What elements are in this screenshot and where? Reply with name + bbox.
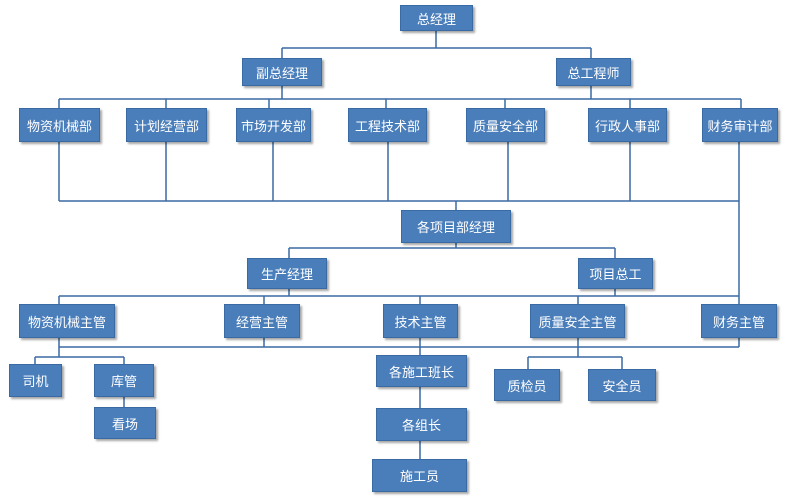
node-finance-supervisor[interactable]: 财务主管	[701, 304, 777, 338]
node-site-guard[interactable]: 看场	[94, 407, 156, 439]
connector	[288, 243, 616, 258]
node-technical-supervisor[interactable]: 技术主管	[383, 304, 458, 338]
node-quality-safety-dept[interactable]: 质量安全部	[466, 108, 545, 142]
node-operations-supervisor[interactable]: 经营主管	[224, 304, 300, 338]
connector	[59, 86, 741, 100]
node-finance-audit-dept[interactable]: 财务审计部	[702, 108, 778, 142]
connector	[58, 296, 579, 304]
node-planning-operations-dept[interactable]: 计划经营部	[126, 108, 207, 142]
connector	[59, 289, 739, 297]
node-materials-machinery-supervisor[interactable]: 物资机械主管	[19, 304, 115, 338]
node-deputy-general-manager[interactable]: 副总经理	[242, 58, 322, 86]
connector	[58, 142, 740, 202]
node-project-managers[interactable]: 各项目部经理	[401, 210, 511, 243]
connector	[58, 338, 740, 348]
node-admin-hr-dept[interactable]: 行政人事部	[588, 108, 667, 142]
node-quality-inspector[interactable]: 质检员	[494, 369, 560, 401]
node-chief-engineer[interactable]: 总工程师	[556, 58, 631, 86]
node-general-manager[interactable]: 总经理	[400, 5, 473, 31]
node-group-leaders[interactable]: 各组长	[376, 408, 467, 441]
node-warehouse-keeper[interactable]: 库管	[94, 364, 154, 397]
node-safety-officer[interactable]: 安全员	[588, 369, 656, 401]
node-driver[interactable]: 司机	[9, 364, 62, 397]
node-construction-team-leaders[interactable]: 各施工班长	[376, 355, 467, 387]
connector	[527, 338, 623, 369]
node-market-development-dept[interactable]: 市场开发部	[236, 108, 311, 142]
connector	[34, 347, 125, 364]
node-construction-workers[interactable]: 施工员	[372, 459, 467, 492]
node-materials-machinery-dept[interactable]: 物资机械部	[19, 108, 100, 142]
node-project-chief-engineer[interactable]: 项目总工	[578, 258, 653, 289]
connector	[281, 31, 592, 58]
node-engineering-tech-dept[interactable]: 工程技术部	[348, 108, 427, 142]
node-production-manager[interactable]: 生产经理	[247, 258, 327, 289]
connector	[58, 99, 742, 108]
node-quality-safety-supervisor[interactable]: 质量安全主管	[530, 304, 625, 338]
